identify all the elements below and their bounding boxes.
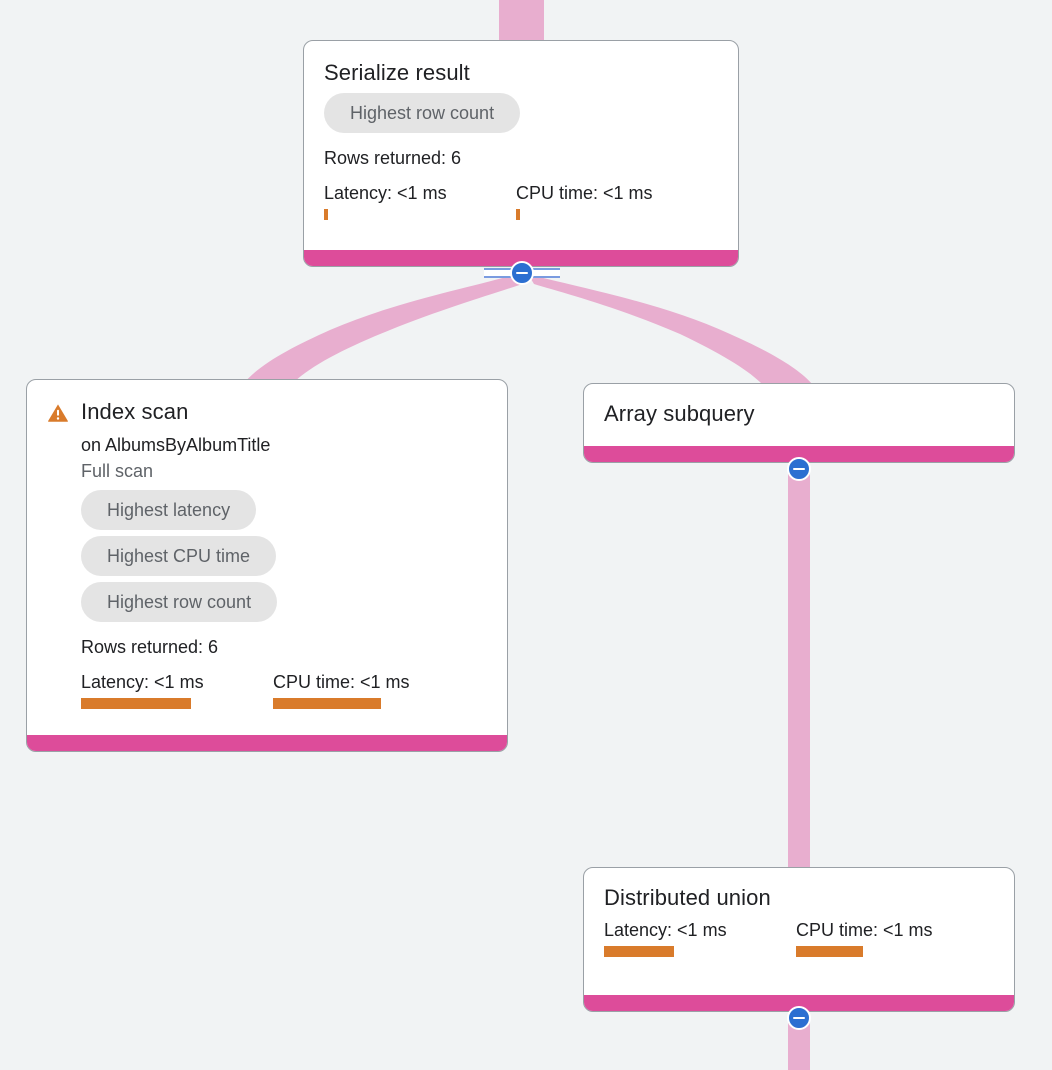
- node-distributed-union[interactable]: Distributed union Latency: <1 ms CPU tim…: [583, 867, 1015, 1012]
- metric-cpu-time: CPU time: <1 ms: [796, 918, 933, 957]
- chip-highest-latency: Highest latency: [81, 490, 257, 530]
- chip-list: Highest row count: [324, 93, 718, 139]
- collapse-toggle-distributed-union[interactable]: [787, 1006, 811, 1030]
- chip-highest-row-count: Highest row count: [81, 582, 278, 622]
- metrics-row: Latency: <1 ms CPU time: <1 ms: [604, 918, 994, 957]
- node-title: Distributed union: [604, 885, 771, 910]
- metric-label: Latency: <1 ms: [604, 920, 727, 940]
- metric-cpu-time: CPU time: <1 ms: [273, 670, 410, 709]
- rows-returned: Rows returned: 6: [81, 637, 219, 657]
- metric-bar: [273, 698, 381, 709]
- branch-rule-left: [484, 268, 518, 278]
- metric-label: Latency: <1 ms: [81, 672, 204, 692]
- node-title: Serialize result: [324, 60, 470, 85]
- metric-bar: [81, 698, 191, 709]
- metric-label: CPU time: <1 ms: [796, 920, 933, 940]
- edge-root-to-serialize: [499, 0, 544, 40]
- metric-latency: Latency: <1 ms: [324, 181, 516, 220]
- node-body: Distributed union Latency: <1 ms CPU tim…: [584, 868, 1014, 995]
- metrics-row: Latency: <1 ms CPU time: <1 ms: [81, 670, 487, 709]
- metrics-row: Latency: <1 ms CPU time: <1 ms: [324, 181, 718, 220]
- warning-icon: [48, 404, 68, 422]
- edge-serialize-to-array-subquery: [528, 274, 812, 384]
- node-array-subquery[interactable]: Array subquery: [583, 383, 1015, 463]
- metric-bar: [516, 209, 520, 220]
- metric-bar: [604, 946, 674, 957]
- node-detail-group: on AlbumsByAlbumTitle Full scan Highest …: [47, 432, 487, 709]
- metric-label: CPU time: <1 ms: [516, 183, 653, 203]
- node-title: Index scan: [81, 399, 189, 424]
- rows-returned: Rows returned: 6: [324, 148, 462, 168]
- node-title: Array subquery: [604, 401, 755, 426]
- node-body: Serialize result Highest row count Rows …: [304, 41, 738, 250]
- node-accent-bar: [584, 995, 1014, 1011]
- node-title-row: Serialize result: [324, 59, 718, 87]
- node-index-scan[interactable]: Index scan on AlbumsByAlbumTitle Full sc…: [26, 379, 508, 752]
- node-body: Array subquery: [584, 384, 1014, 446]
- chip-highest-row-count: Highest row count: [324, 93, 521, 133]
- metric-cpu-time: CPU time: <1 ms: [516, 181, 653, 220]
- node-body: Index scan on AlbumsByAlbumTitle Full sc…: [27, 380, 507, 735]
- node-scan-type: Full scan: [81, 461, 154, 481]
- metric-latency: Latency: <1 ms: [604, 918, 796, 957]
- node-accent-bar: [304, 250, 738, 266]
- edge-array-subquery-to-distributed-union: [788, 466, 810, 870]
- metric-label: CPU time: <1 ms: [273, 672, 410, 692]
- chip-highest-cpu-time: Highest CPU time: [81, 536, 277, 576]
- edge-serialize-to-index-scan: [243, 274, 528, 384]
- collapse-toggle-array-subquery[interactable]: [787, 457, 811, 481]
- node-serialize-result[interactable]: Serialize result Highest row count Rows …: [303, 40, 739, 267]
- metric-bar: [324, 209, 328, 220]
- node-accent-bar: [584, 446, 1014, 462]
- metric-bar: [796, 946, 863, 957]
- node-accent-bar: [27, 735, 507, 751]
- collapse-toggle-serialize-result[interactable]: [510, 261, 534, 285]
- chip-list: Highest latency Highest CPU time Highest…: [81, 490, 487, 628]
- node-subtitle: on AlbumsByAlbumTitle: [81, 435, 271, 455]
- metric-latency: Latency: <1 ms: [81, 670, 273, 709]
- branch-rule-right: [526, 268, 560, 278]
- node-title-row: Index scan: [47, 398, 487, 426]
- metric-label: Latency: <1 ms: [324, 183, 447, 203]
